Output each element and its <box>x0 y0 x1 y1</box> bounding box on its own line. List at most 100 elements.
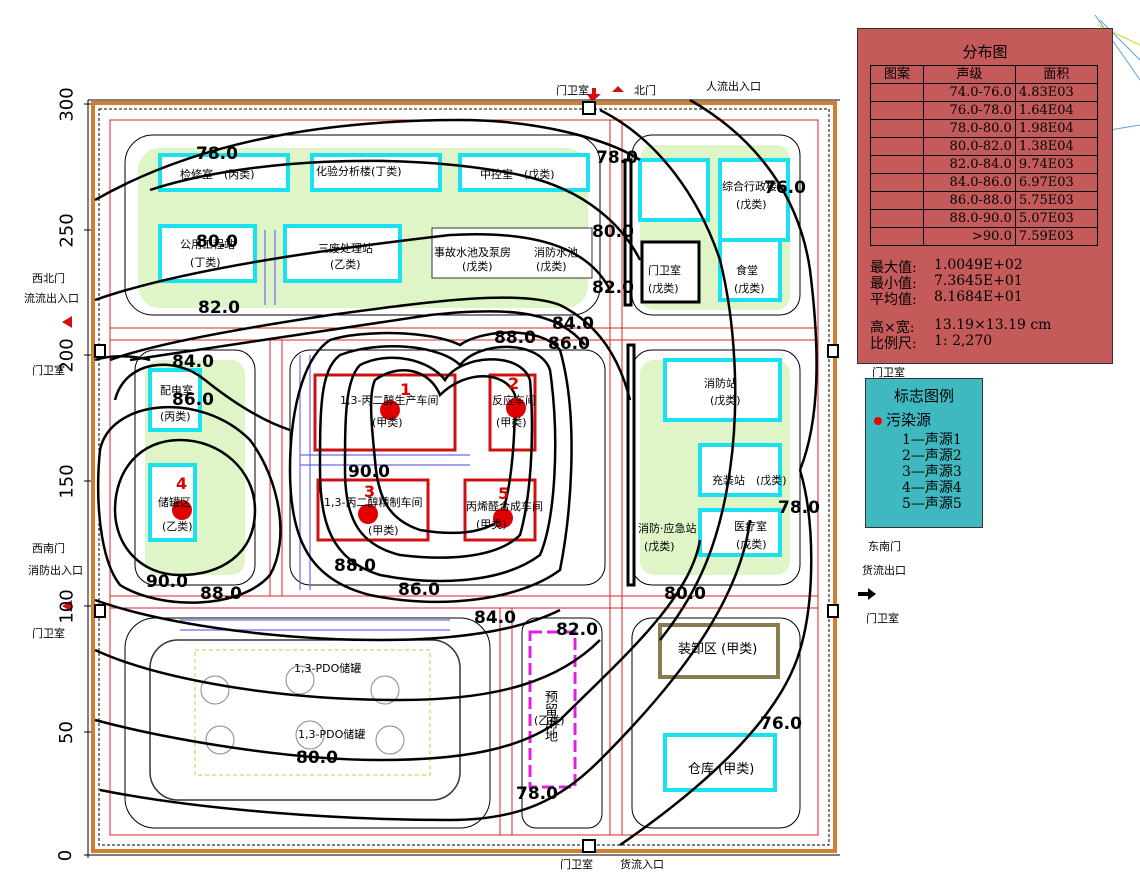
contour-label: 86.0 <box>398 580 440 600</box>
contour-label: 86.0 <box>548 334 590 354</box>
bldg-c-class: (甲类) <box>368 524 399 537</box>
pipe-racks <box>180 230 470 631</box>
col-level: 声级 <box>923 65 1016 84</box>
area-cell: 1.64E04 <box>1014 101 1099 120</box>
col-pattern: 图案 <box>870 65 924 84</box>
fire-pool-class: (戊类) <box>536 260 567 273</box>
charging-label: 充装站 (戊类) <box>712 474 787 487</box>
area-cell: 4.83E03 <box>1014 83 1099 102</box>
east-gate-label: 东南门 <box>868 540 901 553</box>
southwest-entry-label: 消防出入口 <box>28 564 83 577</box>
roads <box>109 119 819 836</box>
utility-class: (丁类) <box>190 256 221 269</box>
scale-label: 比例尺: <box>870 336 917 352</box>
legend-kind: 污染源 <box>874 409 931 430</box>
area-cell: 1.98E04 <box>1014 119 1099 138</box>
noise-sources <box>172 398 526 528</box>
max-stat: 最大值:1.0049E+02 <box>870 257 1023 277</box>
contour-label: 76.0 <box>764 178 806 198</box>
changing-label: 配电室 <box>160 384 193 397</box>
bldg-d-class: (甲类) <box>476 518 507 531</box>
legend-item: 1—声源1 <box>902 432 962 448</box>
level-cell: 80.0-82.0 <box>923 137 1016 156</box>
west-guard-2-label: 门卫室 <box>32 627 65 640</box>
col-area: 面积 <box>1014 65 1099 84</box>
changing-class: (丙类) <box>160 410 191 423</box>
maintenance-label: 检修室 (丙类) <box>180 168 255 181</box>
noise-contours <box>94 98 818 847</box>
contour-label: 82.0 <box>556 620 598 640</box>
legend-title: 标志图例 <box>893 387 954 405</box>
y-tick-50: 50 <box>55 721 77 744</box>
fire-emergency-class: (戊类) <box>644 540 675 553</box>
buildings <box>148 153 790 792</box>
pump-class: (戊类) <box>462 260 493 273</box>
area-cell: 1.38E04 <box>1014 137 1099 156</box>
north-people-entry-label: 人流出入口 <box>706 80 761 93</box>
tank-label: 储罐区 <box>158 496 191 509</box>
contour-label: 80.0 <box>664 584 706 604</box>
size-label: 高×宽: <box>870 320 915 336</box>
fire-emergency-label: 消防·应急站 <box>638 522 697 535</box>
warehouse-label: 仓库 (甲类) <box>688 762 755 777</box>
clinic-class: (戊类) <box>736 538 767 551</box>
fire-station-class: (戊类) <box>710 394 741 407</box>
pump-label: 事故水池及泵房 <box>434 246 511 259</box>
contour-label: 80.0 <box>592 222 634 242</box>
utility-label: 公用工程站 <box>180 238 235 251</box>
bldg-b-class: (甲类) <box>496 416 527 429</box>
contour-label: 88.0 <box>334 556 376 576</box>
northwest-entry-label: 流流出入口 <box>24 292 79 305</box>
area-cell: 5.07E03 <box>1014 209 1099 228</box>
bldg-a-class: (甲类) <box>372 416 403 429</box>
y-tick-100: 100 <box>56 589 78 624</box>
tank-class: (乙类) <box>162 520 193 533</box>
contour-label: 84.0 <box>172 352 214 372</box>
clinic-label: 医疗室 <box>734 520 767 533</box>
west-guard-1-label: 门卫室 <box>32 364 65 377</box>
bldg-c-label: 1,3-丙二醇精制车间 <box>324 496 423 509</box>
contour-label: 90.0 <box>146 572 188 592</box>
symbol-legend: 标志图例 污染源 1—声源1 2—声源2 3—声源3 4—声源4 5—声源5 <box>865 378 983 528</box>
level-cell: 84.0-86.0 <box>923 173 1016 192</box>
southwest-gate-label: 西南门 <box>32 542 65 555</box>
legend-item: 4—声源4 <box>902 480 962 496</box>
contour-label: 80.0 <box>296 748 338 768</box>
guard-label: 门卫室 <box>648 264 681 277</box>
max-value: 1.0049E+02 <box>934 257 1023 273</box>
bldg-d-label: 丙烯醛合成车间 <box>466 500 543 513</box>
contour-label: 88.0 <box>200 584 242 604</box>
min-stat: 最小值:7.3645E+01 <box>870 273 1023 293</box>
east-guard-label: 门卫室 <box>866 612 899 625</box>
source-number: 1 <box>400 380 412 399</box>
north-guard-label: 门卫室 <box>556 84 589 97</box>
contour-label: 90.0 <box>348 462 390 482</box>
tankfarm-1-label: 1,3-PDO储罐 <box>294 662 362 675</box>
level-cell: 78.0-80.0 <box>923 119 1016 138</box>
distribution-title: 分布图 <box>962 43 1008 61</box>
contour-label: 84.0 <box>474 608 516 628</box>
y-tick-250: 250 <box>56 213 78 248</box>
source-number: 3 <box>364 482 376 501</box>
min-label: 最小值: <box>870 276 917 292</box>
level-cell: >90.0 <box>923 227 1016 246</box>
scale-stat: 比例尺: 1: 2,270 <box>870 333 992 353</box>
contour-label: 82.0 <box>592 278 634 298</box>
legend-item: 5—声源5 <box>902 496 962 512</box>
tankfarm-2-label: 1,3-PDO储罐 <box>298 728 366 741</box>
level-cell: 76.0-78.0 <box>923 101 1016 120</box>
y-tick-0: 0 <box>55 849 77 862</box>
y-tick-300: 300 <box>56 87 78 122</box>
size-stat: 高×宽:13.19×13.19 cm <box>870 317 1051 337</box>
fire-pool-label: 消防水池 <box>534 246 578 259</box>
level-cell: 82.0-84.0 <box>923 155 1016 174</box>
contour-label: 86.0 <box>172 390 214 410</box>
source-number: 4 <box>176 474 188 493</box>
scale-value: 1: 2,270 <box>934 333 993 349</box>
